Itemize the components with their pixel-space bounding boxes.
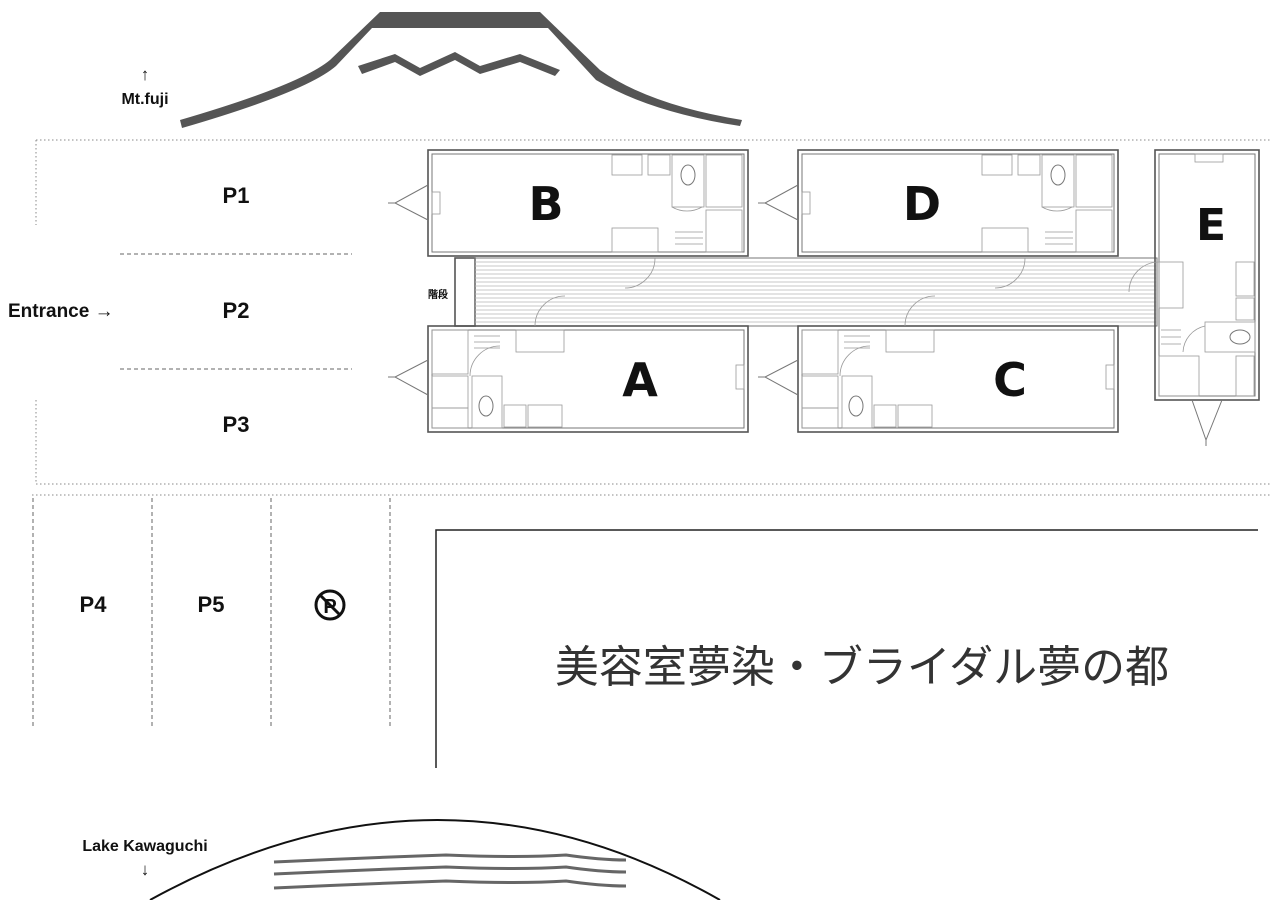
lake-label: Lake Kawaguchi	[82, 838, 207, 855]
entrance-label: Entrance →	[8, 301, 114, 322]
parking-p4: P4	[80, 592, 108, 617]
walkway-deck	[474, 257, 1158, 327]
stairs-block	[454, 257, 476, 327]
unit-c-label: C	[993, 353, 1027, 407]
parking-p3: P3	[223, 412, 250, 437]
lake-arrow: ↓	[141, 860, 150, 879]
neighbor-building-outline	[435, 529, 1258, 768]
parking-p2: P2	[223, 298, 250, 323]
mt-fuji-arrow: ↑	[141, 65, 150, 84]
neighbor-building-name: 美容室夢染・ブライダル夢の都	[555, 642, 1169, 693]
mountain-icon	[180, 12, 742, 128]
unit-d-label: D	[903, 177, 941, 231]
unit-d	[758, 149, 1119, 289]
unit-b	[388, 149, 749, 289]
stairs-label: 階段	[428, 288, 448, 301]
unit-a	[388, 295, 749, 433]
parking-p1: P1	[223, 183, 250, 208]
lake-icon	[149, 819, 721, 900]
unit-e-label: E	[1196, 200, 1226, 251]
unit-a-label: A	[622, 353, 658, 407]
unit-e	[1128, 149, 1260, 446]
unit-c	[758, 295, 1119, 433]
parking-p5: P5	[198, 592, 225, 617]
mt-fuji-label: Mt.fuji	[121, 91, 168, 108]
no-parking-icon: P	[314, 589, 346, 621]
unit-b-label: B	[528, 177, 563, 231]
